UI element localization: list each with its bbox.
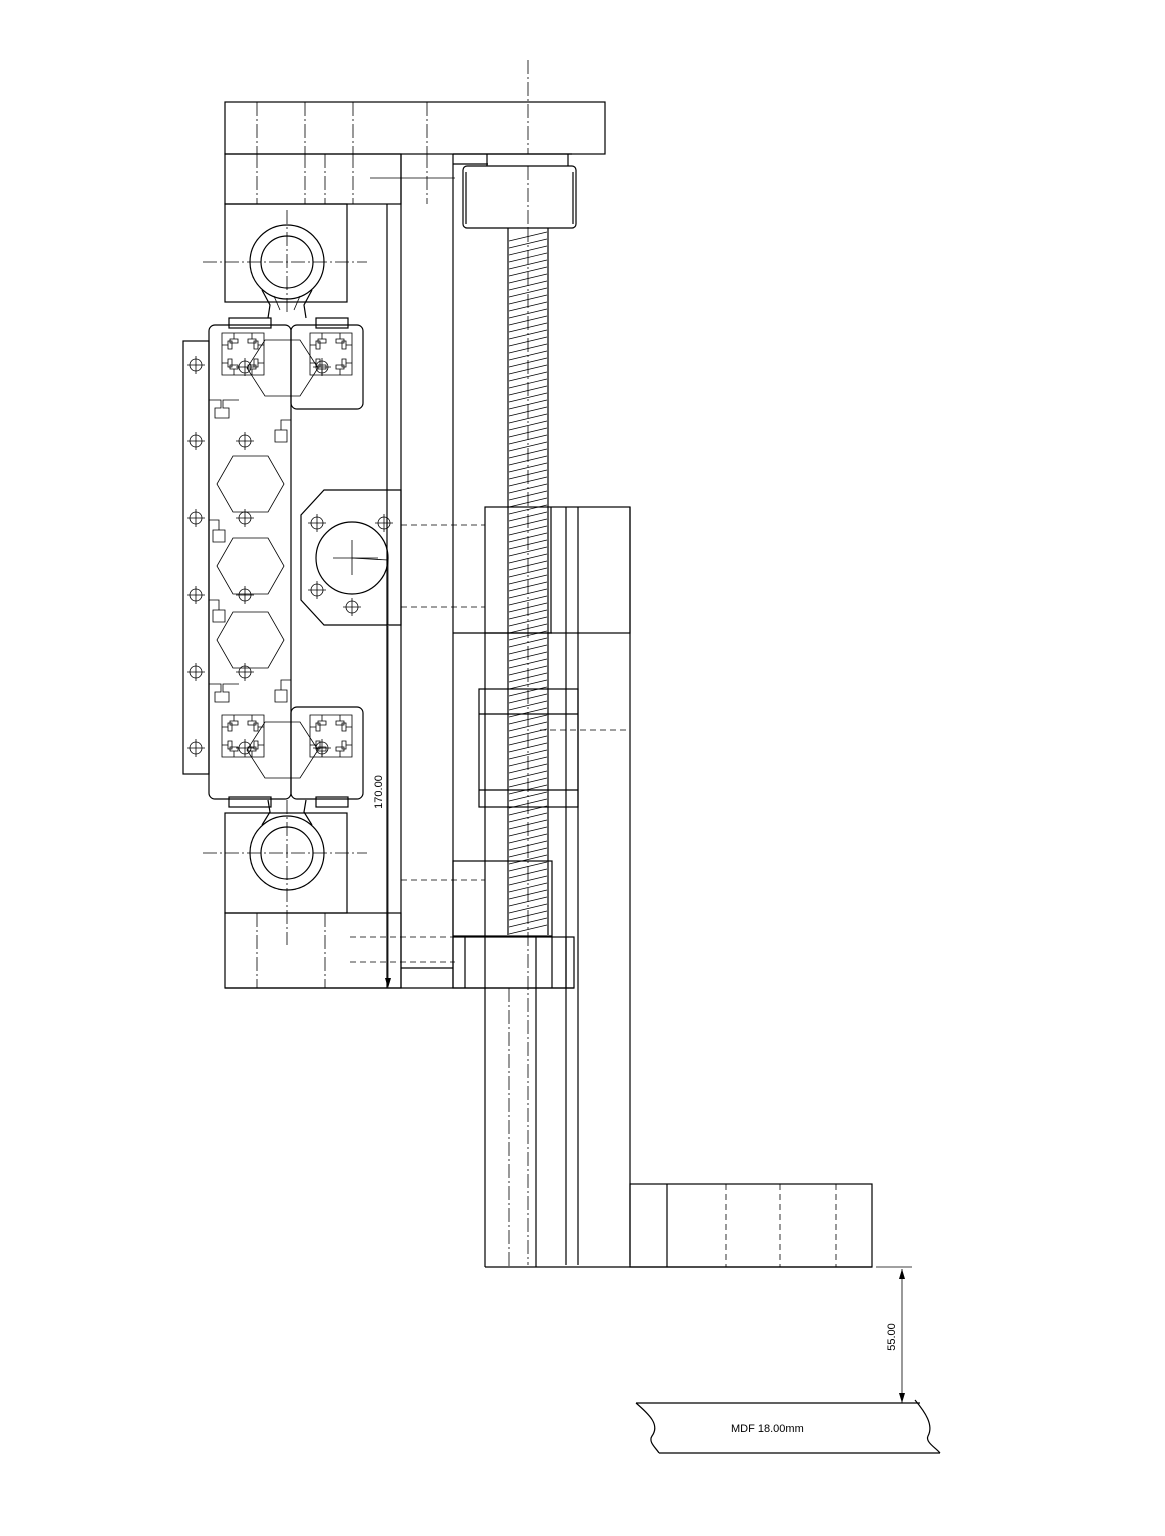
thread-hatch — [508, 903, 548, 914]
thread-hatch — [508, 770, 548, 781]
thread-hatch — [508, 616, 548, 627]
thread-hatch — [508, 413, 548, 424]
thread-hatch — [508, 700, 548, 711]
dimension-170: 170.00 — [373, 626, 391, 988]
mdf-base: MDF 18.00mm — [635, 1399, 941, 1454]
thread-hatch — [508, 525, 548, 536]
thread-hatch — [508, 574, 548, 585]
lower-rail-block — [203, 799, 575, 989]
foot-block — [629, 1183, 873, 1268]
thread-hatch — [508, 392, 548, 403]
bearing-flange — [300, 489, 485, 626]
mdf-label: MDF 18.00mm — [731, 1423, 804, 1435]
top-plate — [224, 60, 606, 155]
thread-hatch — [508, 420, 548, 431]
thread-hatch — [508, 259, 548, 270]
thread-hatch — [508, 882, 548, 893]
thread-hatch — [508, 238, 548, 249]
thread-hatch — [508, 371, 548, 382]
thread-hatch — [508, 833, 548, 844]
thread-hatch — [508, 728, 548, 739]
thread-hatch — [508, 924, 548, 935]
thread-hatch — [508, 266, 548, 277]
thread-hatch — [508, 875, 548, 886]
lead-screw — [507, 228, 549, 1265]
thread-hatch — [508, 721, 548, 732]
thread-hatch — [508, 441, 548, 452]
thread-hatch — [508, 749, 548, 760]
thread-hatch — [508, 567, 548, 578]
dimension-55: 55.00 — [876, 1266, 912, 1403]
thread-hatch — [508, 595, 548, 606]
thread-hatch — [508, 462, 548, 473]
thread-hatch — [508, 546, 548, 557]
dimension-170-label: 170.00 — [373, 775, 385, 809]
carriage — [453, 506, 631, 1265]
thread-hatch — [508, 679, 548, 690]
aluminium-profile — [182, 317, 364, 808]
thread-hatch — [508, 308, 548, 319]
thread-hatch — [508, 287, 548, 298]
thread-hatch — [508, 854, 548, 865]
dimension-55-label: 55.00 — [886, 1323, 898, 1351]
upper-rail-block — [203, 153, 455, 319]
lower-slide — [484, 633, 872, 1268]
